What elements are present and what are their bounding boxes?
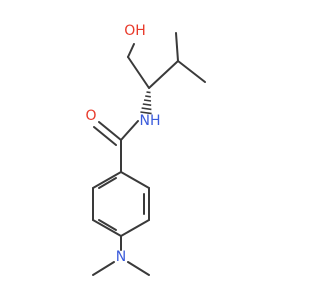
bond-ring-4-5 xyxy=(92,219,122,237)
bond-ch2-oh xyxy=(127,43,135,58)
bond-amine-methyl-left xyxy=(92,261,115,276)
bond-ring-1-2 xyxy=(120,171,150,189)
structure-diagram: OH O NH N xyxy=(85,23,206,276)
bond-chiral-isopropyl xyxy=(148,60,179,89)
bond-carbonyl-oxygen-2 xyxy=(93,126,117,146)
bond-isopropyl-methyl-right xyxy=(177,60,206,83)
bond-carbonyl-oxygen-1 xyxy=(98,121,122,141)
bond-ch2-chiral xyxy=(127,56,150,89)
amine-nitrogen-label: N xyxy=(116,249,126,265)
stereo-hash-wedge xyxy=(140,91,152,115)
molecule-canvas: OH O NH N xyxy=(85,23,206,276)
bond-nh-carbonyl xyxy=(120,120,139,141)
bond-isopropyl-methyl-top xyxy=(175,32,179,62)
bond-ring-inner-c xyxy=(98,177,117,189)
hydroxyl-label: OH xyxy=(124,23,146,39)
amide-oxygen-label: O xyxy=(85,108,96,124)
bond-amine-methyl-right xyxy=(127,261,150,276)
bond-ring-3-4 xyxy=(120,219,150,237)
bond-ring-inner-b xyxy=(98,219,117,231)
amide-nitrogen-label: NH xyxy=(140,113,161,129)
bond-ring-6-1 xyxy=(92,171,122,189)
